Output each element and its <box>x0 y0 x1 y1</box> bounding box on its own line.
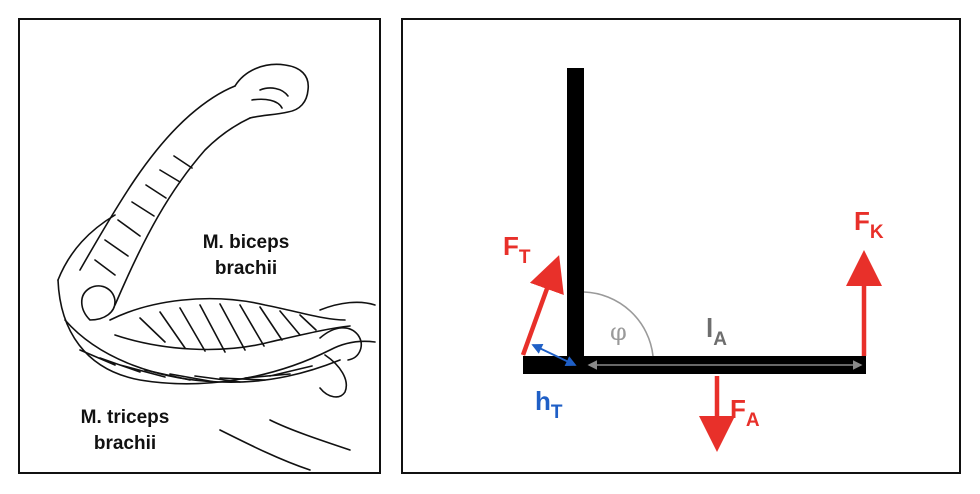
force-t-arrow <box>520 255 564 356</box>
upper-arm-outline <box>57 279 376 385</box>
force-t-label: FT <box>503 231 531 268</box>
lever-diagram-panel: φ lA FT hT FK FA <box>401 18 961 474</box>
force-k-label: FK <box>854 206 884 243</box>
angle-symbol: φ <box>610 318 627 346</box>
biceps-label-line2: brachii <box>215 258 277 279</box>
triceps-label-line2: brachii <box>94 433 156 454</box>
triceps-muscle <box>64 319 341 384</box>
arm-drawing: M. biceps brachii M. triceps brachii <box>57 63 376 471</box>
lever-arm-a-label: lA <box>706 313 727 350</box>
lever-arm-t-label: hT <box>535 386 563 423</box>
elbow-bone <box>80 285 116 321</box>
forearm-outline <box>79 85 236 271</box>
arm-illustration-panel: M. biceps brachii M. triceps brachii <box>18 18 381 474</box>
biceps-muscle <box>109 297 346 321</box>
angle-arc <box>583 291 654 357</box>
upper-arm-bar <box>567 68 584 370</box>
lever-arm-t-arrow <box>531 343 577 367</box>
fist-outline <box>234 63 310 119</box>
force-a-label: FA <box>730 394 760 431</box>
lever-diagram: φ lA FT hT FK FA <box>503 68 884 452</box>
biceps-label-line1: M. biceps <box>203 232 290 253</box>
humerus-bone <box>319 327 362 361</box>
triceps-label-line1: M. triceps <box>81 407 170 428</box>
